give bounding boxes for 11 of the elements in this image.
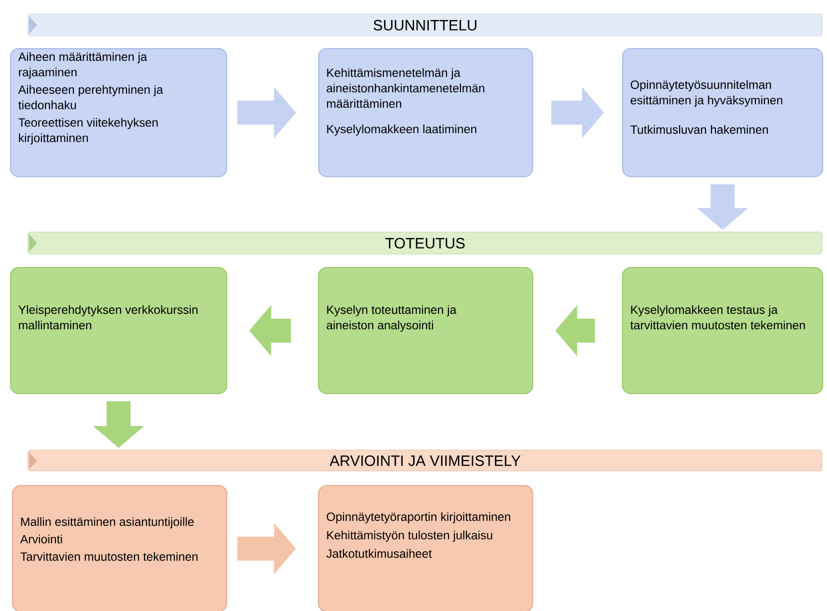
process-box: Kyselyn toteuttaminen ja aineiston analysointi xyxy=(318,266,534,394)
phase-banner: SUUNNITTELU xyxy=(28,14,822,36)
process-box: Kyselylomakkeen testaus ja tarvittavien muutosten tekeminen xyxy=(622,266,824,394)
process-box: Mallin esittäminen asiantuntijoille Arviointi Tarvittavien muutosten tekeminen xyxy=(12,484,228,611)
process-box: Aiheen määrittäminen ja rajaaminen Aiheeseen perehtyminen ja tiedonhaku Teoreettisen viitekehyksen kirjoittaminen xyxy=(10,48,228,178)
phase-banner: TOTEUTUS xyxy=(28,232,822,254)
phase-banner: ARVIOINTI JA VIIMEISTELY xyxy=(28,450,822,472)
process-box: Opinnäytetyöraportin kirjoittaminen Kehittämistyön tulosten julkaisu Jatkotutkimusaiheet xyxy=(318,484,534,611)
process-box: Opinnäytetyösuunnitelman esittäminen ja hyväksyminen Tutkimusluvan hakeminen xyxy=(622,48,824,178)
process-box: Yleisperehdytyksen verkkokurssin mallintaminen xyxy=(10,266,228,394)
process-box: Kehittämismenetelmän ja aineistonhankintamenetelmän määrittäminen Kyselylomakkeen laatiminen xyxy=(318,48,534,178)
